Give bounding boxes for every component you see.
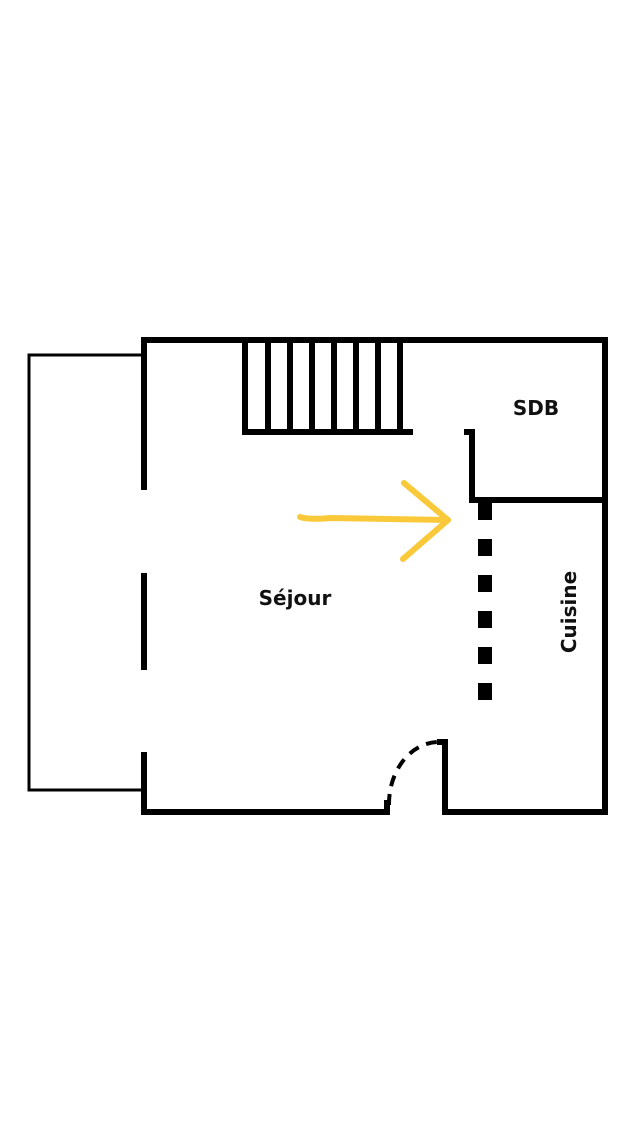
room-label-sdb: SDB [513, 396, 559, 420]
door-swing-arc [386, 740, 438, 806]
wall-bottom-left [141, 752, 390, 815]
direction-arrow [297, 480, 451, 562]
balcony-outline [27, 353, 142, 792]
room-label-cuisine: Cuisine [557, 571, 581, 653]
room-label-sejour: Séjour [259, 586, 332, 610]
staircase [242, 340, 413, 435]
bathroom-wall [464, 429, 605, 503]
wall-top-right [141, 337, 608, 815]
